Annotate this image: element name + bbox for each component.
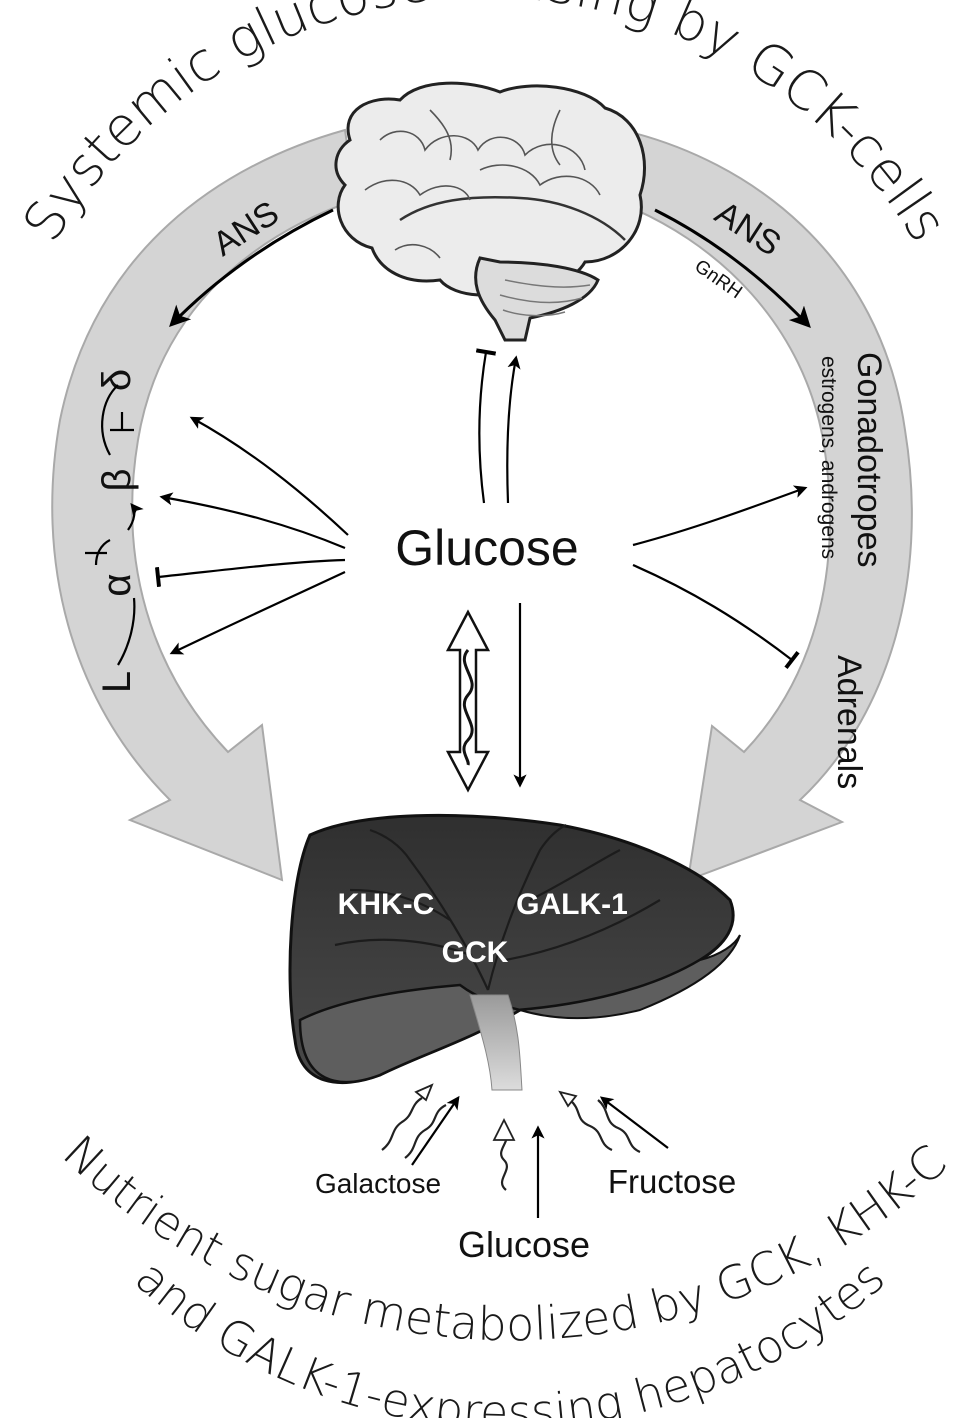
gonadotropes-label: Gonadotropes — [850, 352, 888, 568]
beta-cell-label: β — [95, 468, 139, 491]
khk-c-label: KHK-C — [338, 888, 435, 921]
l-cell-label: L — [95, 671, 139, 693]
islet-cell-group: δ β α L — [95, 369, 139, 693]
adrenals-label: Adrenals — [830, 655, 868, 789]
glucose-activate-brain — [506, 355, 521, 504]
glucose-inhibit-brain — [475, 348, 497, 504]
delta-cell-label: δ — [95, 369, 139, 391]
liver-illustration — [288, 813, 741, 1091]
input-glucose-label: Glucose — [458, 1224, 590, 1265]
glucose-inhibit-adrenals — [632, 563, 800, 670]
brain-illustration — [334, 81, 646, 342]
sex-hormones-label: estrogens, androgens — [817, 356, 840, 559]
beta-inhibit-alpha-line — [94, 539, 111, 566]
right-big-arrow — [610, 128, 913, 882]
galactose-input — [381, 1083, 460, 1166]
glucose-to-l-cell-arrow — [169, 571, 346, 655]
l-to-alpha-link — [117, 597, 136, 666]
ans-right-arrow — [654, 208, 811, 329]
alpha-cell-label: α — [95, 573, 139, 596]
glucose-to-beta-arrow — [159, 492, 346, 550]
ans-left-arrow — [169, 208, 334, 328]
glucose-to-gonadotropes-arrow — [632, 485, 808, 547]
glucose-inhibit-alpha — [155, 558, 346, 588]
glucose-input — [492, 1117, 545, 1218]
alpha-to-beta-arrow — [127, 502, 144, 531]
gck-label: GCK — [442, 936, 509, 969]
galactose-label: Galactose — [315, 1168, 441, 1199]
left-big-arrow — [51, 128, 357, 882]
fructose-input — [558, 1090, 669, 1154]
center-glucose-label: Glucose — [395, 520, 578, 576]
fructose-label: Fructose — [608, 1163, 736, 1200]
beta-delta-link — [101, 384, 119, 456]
glucose-to-delta-arrow — [189, 416, 349, 536]
galk-1-label: GALK-1 — [516, 888, 628, 921]
glucose-transport-symbol — [445, 609, 491, 793]
